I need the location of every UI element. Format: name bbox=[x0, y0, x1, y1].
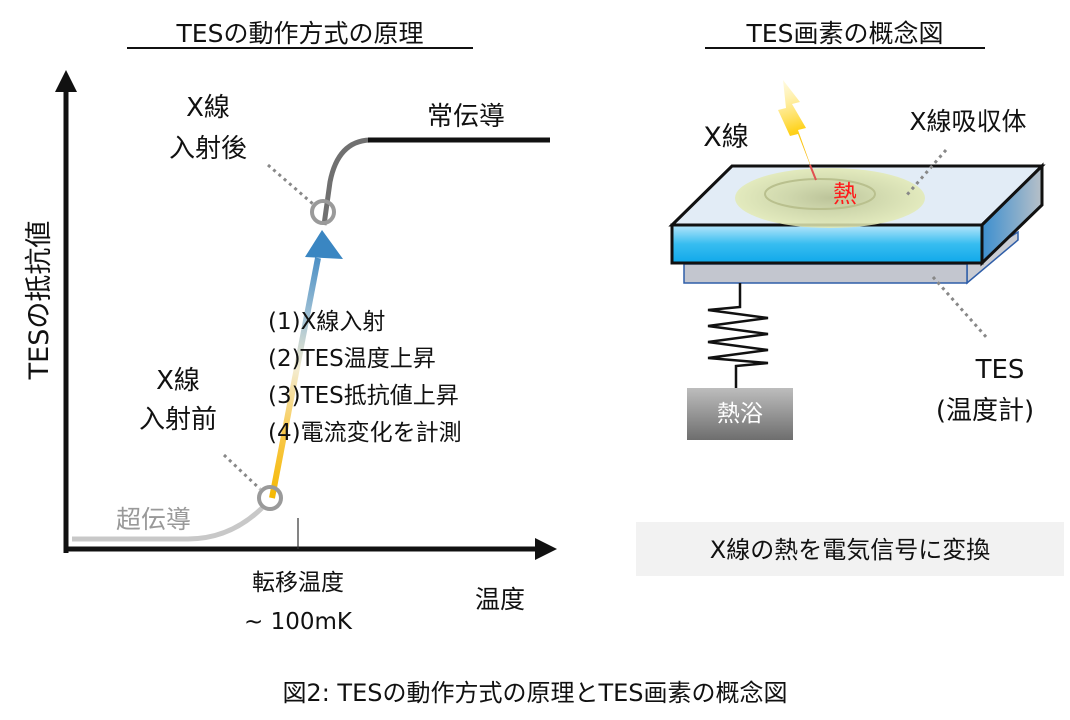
absorber-leader-line bbox=[904, 149, 948, 197]
transition-temperature-label: 転移温度 bbox=[252, 570, 344, 596]
summary-text: X線の熱を電気信号に変換 bbox=[710, 536, 990, 564]
heat-bath-label: 熱浴 bbox=[717, 401, 763, 427]
step-2: (2)TES温度上昇 bbox=[268, 346, 436, 372]
absorber-label: X線吸収体 bbox=[909, 107, 1026, 136]
y-axis-label: TESの抵抗値 bbox=[24, 221, 55, 381]
tes-label: TES bbox=[975, 355, 1025, 385]
transition-temperature-value: ~ 100mK bbox=[244, 609, 353, 635]
absorber-front-face bbox=[670, 223, 984, 265]
superconducting-label: 超伝導 bbox=[116, 505, 191, 534]
xray-label: X線 bbox=[703, 122, 749, 153]
heat-spread-ellipse bbox=[735, 168, 925, 228]
thermometer-label: (温度計) bbox=[936, 396, 1034, 426]
right-title: TES画素の概念図 bbox=[746, 19, 944, 48]
before-leader-line bbox=[222, 453, 262, 491]
left-title: TESの動作方式の原理 bbox=[176, 19, 424, 48]
figure-caption: 図2: TESの動作方式の原理とTES画素の概念図 bbox=[282, 679, 787, 707]
heat-label: 熱 bbox=[833, 180, 857, 208]
after-marker-circle bbox=[310, 199, 336, 225]
superconducting-curve bbox=[72, 506, 264, 542]
before-marker-circle bbox=[257, 485, 283, 511]
heat-bath bbox=[687, 388, 793, 440]
step-4: (4)電流変化を計測 bbox=[268, 420, 462, 446]
heat-ring-inner bbox=[764, 178, 876, 210]
before-label-line1: X線 bbox=[156, 366, 200, 396]
transition-arrowhead bbox=[305, 230, 343, 259]
y-axis-arrowhead bbox=[55, 70, 77, 92]
summary-box bbox=[636, 522, 1064, 576]
tes-layer bbox=[683, 263, 968, 284]
step-3: (3)TES抵抗値上昇 bbox=[268, 383, 459, 409]
normal-conducting-label: 常伝導 bbox=[427, 102, 505, 132]
after-label-line2: 入射後 bbox=[169, 134, 247, 164]
transition-arrow-shaft bbox=[269, 257, 321, 499]
xray-lightning-icon bbox=[778, 80, 814, 175]
before-label-line2: 入射前 bbox=[139, 405, 217, 435]
right-panel: TES画素の概念図 熱 X線 X線吸収体 TES (温度計) 熱浴 X線の熱を電… bbox=[636, 19, 1064, 576]
step-1: (1)X線入射 bbox=[268, 309, 385, 335]
tes-leader-line bbox=[931, 276, 989, 339]
thermal-link-spring-icon bbox=[707, 283, 769, 390]
x-axis-label: 温度 bbox=[475, 585, 525, 614]
xray-impact-mark bbox=[809, 164, 817, 181]
x-axis-arrowhead bbox=[535, 538, 557, 560]
transition-curve-upper bbox=[321, 137, 371, 226]
after-label-line1: X線 bbox=[186, 93, 230, 123]
after-leader-line bbox=[267, 163, 314, 206]
left-panel: TESの動作方式の原理 TESの抵抗値 温度 転移温度 ~ 100mK 超伝導 … bbox=[24, 19, 557, 635]
